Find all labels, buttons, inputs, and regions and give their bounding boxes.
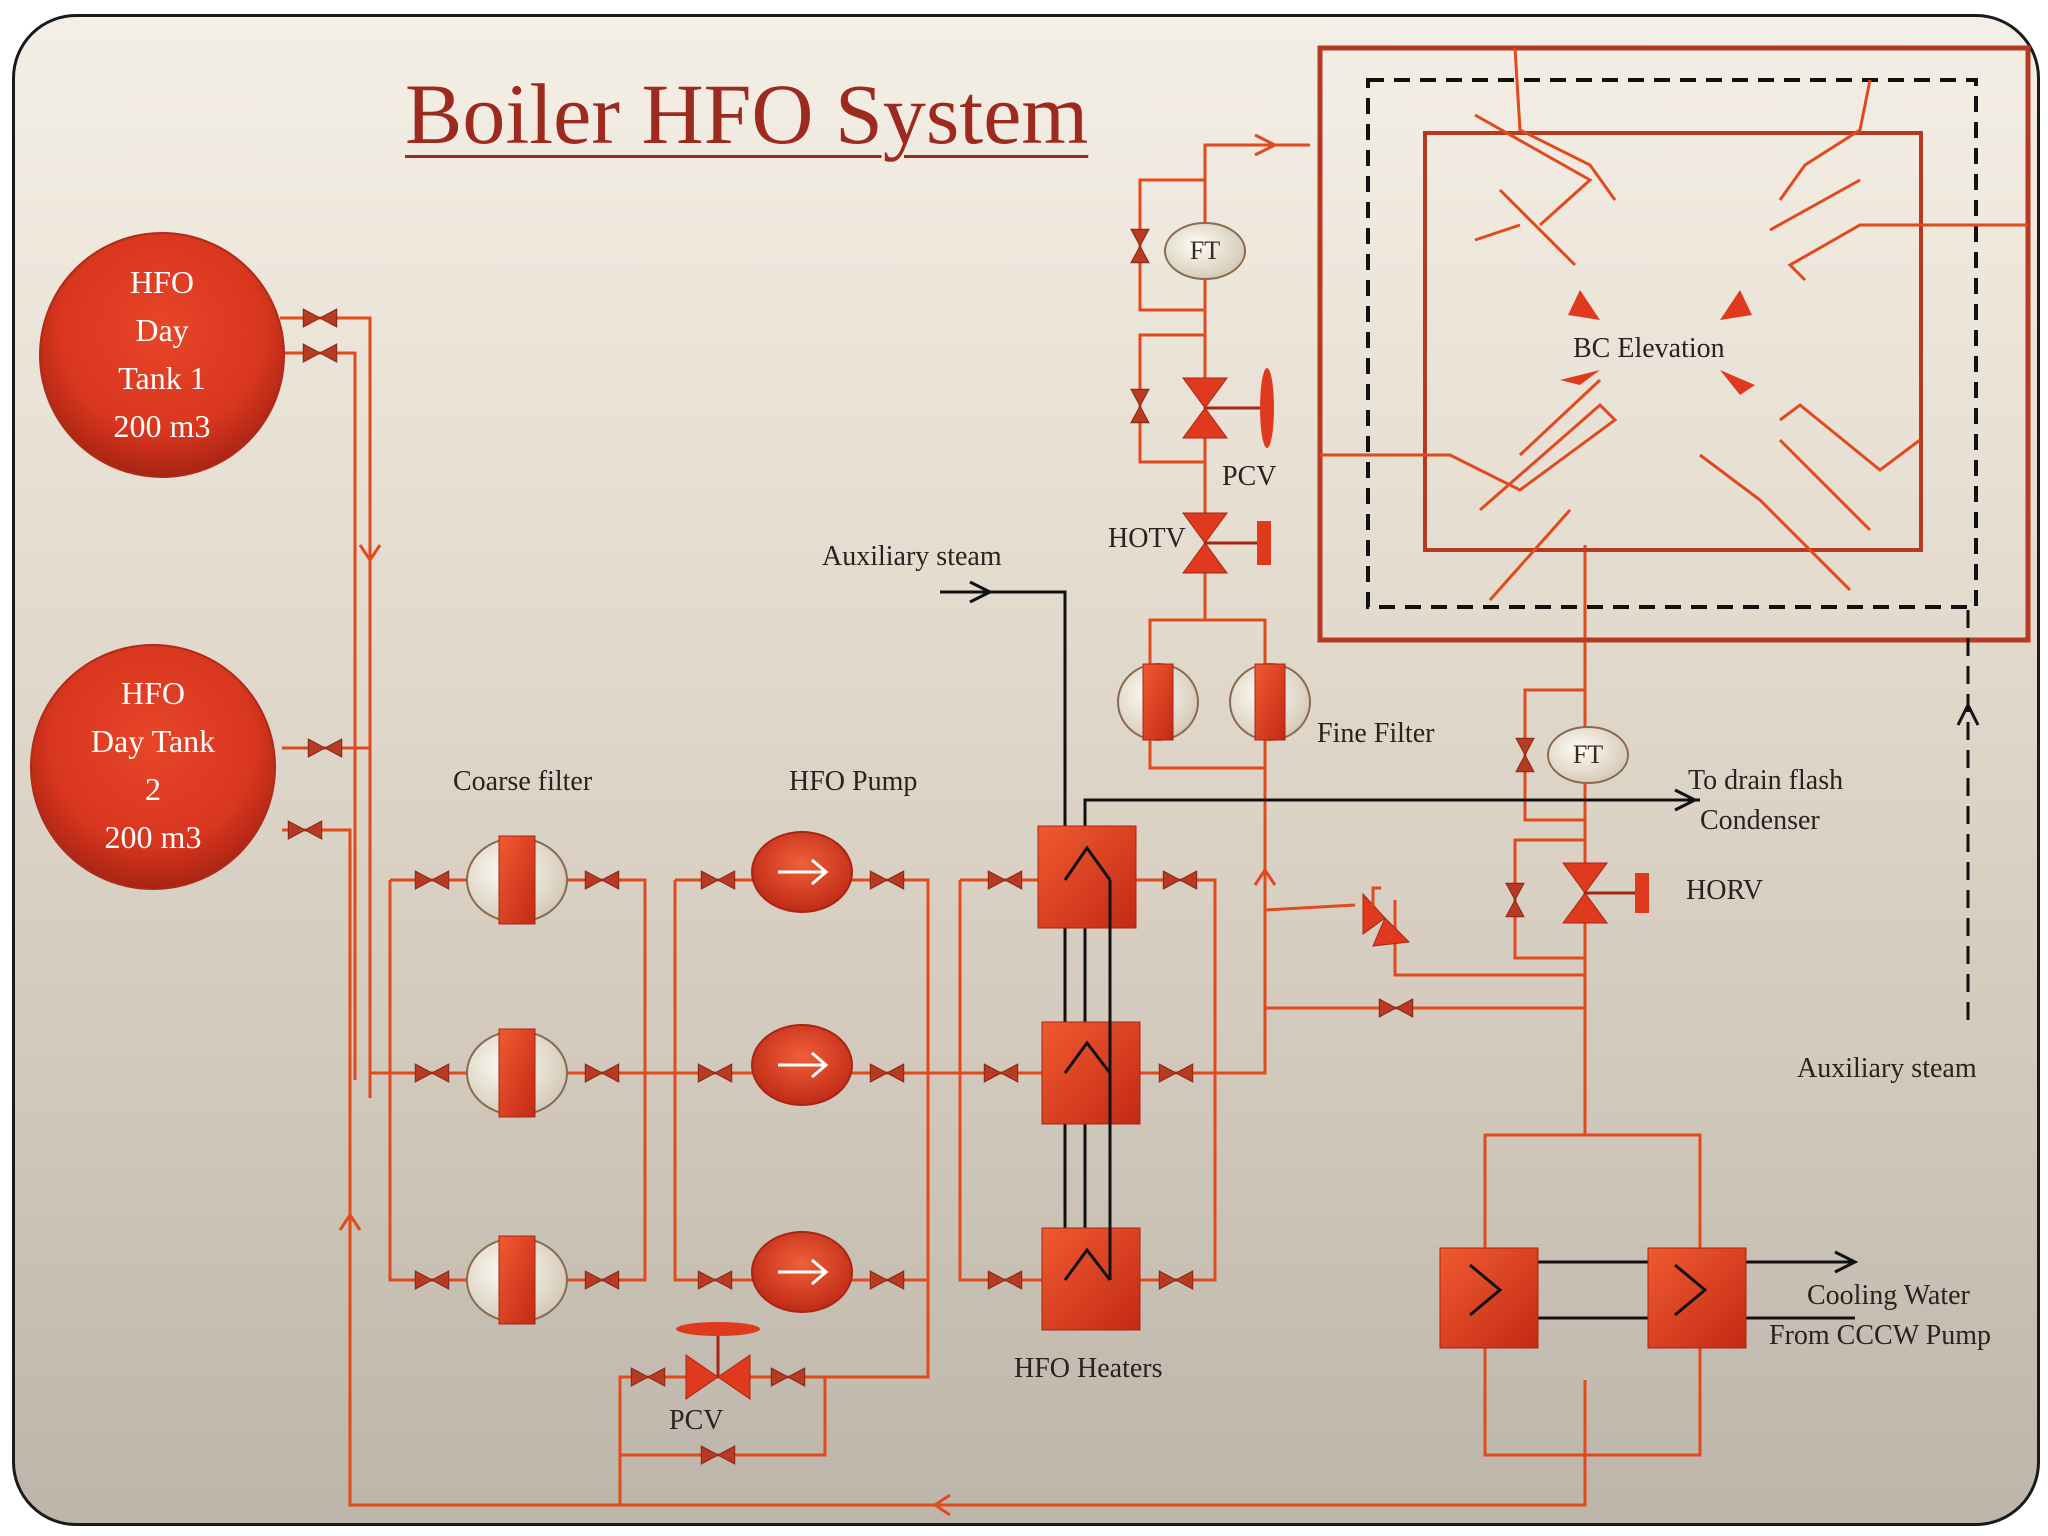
cooling-water-label-1: Cooling Water — [1807, 1280, 1970, 1311]
hfo-pump-label: HFO Pump — [789, 766, 918, 797]
tank-1-label: HFO Day Tank 1 200 m3 — [62, 258, 262, 450]
aux-steam-right-label: Auxiliary steam — [1797, 1053, 1977, 1084]
tank-1-line: HFO — [129, 264, 194, 300]
hotv-label: HOTV — [1108, 523, 1186, 554]
tank-1-line: Tank 1 — [118, 360, 206, 396]
bc-elevation-box — [1317, 45, 2031, 643]
to-drain-label-2: Condenser — [1700, 805, 1820, 836]
pcv-bottom-label: PCV — [669, 1405, 724, 1436]
fine-filter-label: Fine Filter — [1317, 718, 1435, 749]
coarse-filters — [466, 835, 568, 1325]
cooling-water-label-2: From CCCW Pump — [1769, 1320, 1991, 1351]
tank-2-line: 200 m3 — [104, 819, 202, 855]
hfo-heaters-label: HFO Heaters — [1014, 1353, 1163, 1384]
tank-2-label: HFO Day Tank 2 200 m3 — [53, 669, 253, 861]
hfo-heaters-units — [1037, 825, 1141, 1331]
steam-lines — [940, 580, 1859, 1320]
fine-filters — [1117, 663, 1311, 741]
tank-2-line: HFO — [120, 675, 185, 711]
hfo-day-tank-1 — [39, 232, 285, 478]
flow-transmitters — [1164, 222, 1629, 784]
pcv-top-label: PCV — [1222, 461, 1277, 492]
horv-label: HORV — [1686, 875, 1764, 906]
tank-2-line: Day Tank — [90, 723, 216, 759]
to-drain-label-1: To drain flash — [1688, 765, 1844, 796]
aux-steam-return — [1956, 600, 1980, 1020]
coarse-filter-label: Coarse filter — [453, 766, 593, 797]
tank-1-line: 200 m3 — [113, 408, 211, 444]
tank-2-line: 2 — [145, 771, 161, 807]
tank-1-line: Day — [135, 312, 189, 348]
diagram-title: Boiler HFO System — [405, 66, 1089, 162]
hfo-pumps — [751, 831, 853, 1313]
aux-steam-top-label: Auxiliary steam — [822, 541, 1002, 572]
cooling-heaters — [1439, 1247, 1747, 1349]
hfo-day-tank-2 — [30, 644, 276, 890]
control-valves — [676, 368, 1649, 1400]
ft-label-top: FT — [1189, 236, 1221, 265]
bc-elevation-label: BC Elevation — [1573, 333, 1725, 364]
ft-label-bottom: FT — [1572, 740, 1604, 769]
